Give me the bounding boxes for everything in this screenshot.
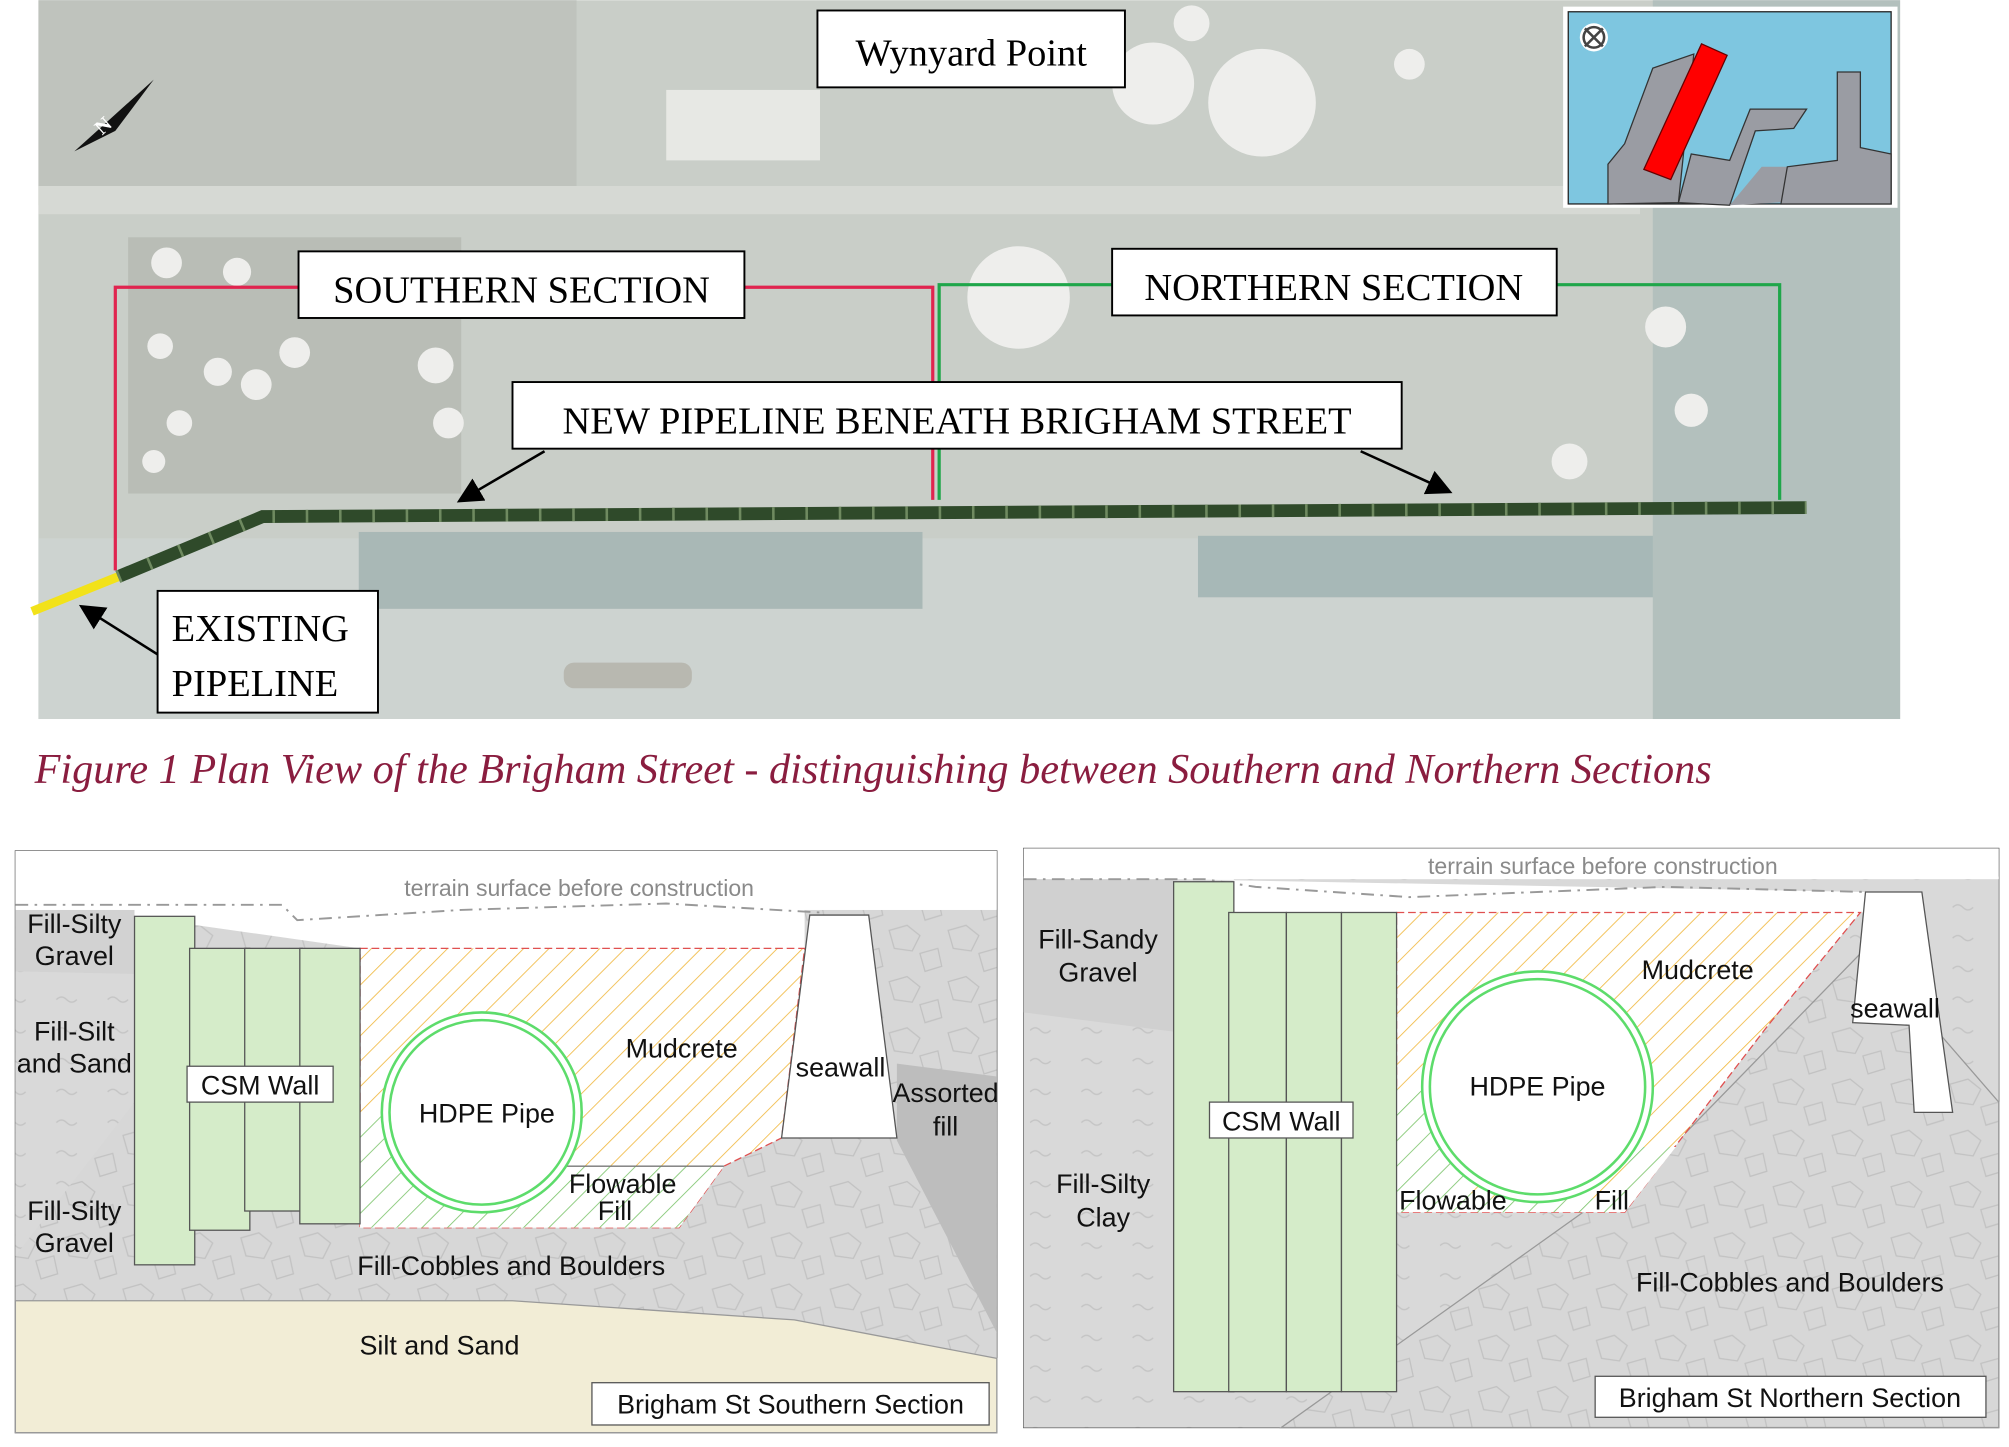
arrow-southern-pipeline	[456, 450, 546, 503]
stratum-fill-silt-sand	[15, 971, 135, 1256]
svg-text:HDPE Pipe: HDPE Pipe	[419, 1099, 555, 1129]
svg-text:HDPE Pipe: HDPE Pipe	[1469, 1072, 1605, 1102]
locator-inset-map	[1563, 6, 1898, 208]
storage-tanks	[142, 5, 1708, 480]
svg-text:Gravel: Gravel	[1058, 958, 1137, 988]
svg-text:Wynyard Point: Wynyard Point	[855, 33, 1087, 75]
southern-cross-section: terrain surface before construction Fill…	[14, 850, 999, 1434]
stratum-fill-sandy-gravel	[1023, 876, 1174, 1032]
svg-text:Mudcrete: Mudcrete	[626, 1033, 738, 1063]
svg-text:Fill-Silty: Fill-Silty	[1056, 1169, 1151, 1199]
svg-text:Flowable: Flowable	[1399, 1186, 1507, 1216]
svg-text:fill: fill	[933, 1111, 958, 1141]
existing-pipeline-label: EXISTING PIPELINE	[156, 589, 379, 714]
svg-text:Gravel: Gravel	[35, 941, 114, 971]
new-pipeline	[115, 501, 1807, 583]
svg-text:seawall: seawall	[796, 1052, 886, 1082]
svg-text:NEW PIPELINE BENEATH BRIGHAM S: NEW PIPELINE BENEATH BRIGHAM STREET	[563, 400, 1352, 442]
arrow-northern-pipeline	[1360, 450, 1453, 495]
southern-section-label: SOUTHERN SECTION	[297, 250, 746, 319]
compass-icon	[1582, 25, 1606, 49]
svg-text:Fill-Silty: Fill-Silty	[27, 1196, 122, 1226]
svg-text:PIPELINE: PIPELINE	[172, 663, 338, 705]
new-pipeline-label: NEW PIPELINE BENEATH BRIGHAM STREET	[511, 381, 1403, 450]
svg-text:Gravel: Gravel	[35, 1228, 114, 1258]
svg-text:Mudcrete: Mudcrete	[1642, 955, 1754, 985]
northern-cross-section: terrain surface before construction Fill…	[1023, 847, 2000, 1429]
svg-text:terrain surface before constru: terrain surface before construction	[404, 875, 754, 901]
stratum-assorted-fill	[896, 1063, 997, 1333]
svg-text:Fill: Fill	[598, 1196, 632, 1226]
svg-text:terrain surface before constru: terrain surface before construction	[1428, 853, 1778, 879]
flowable-fill-zone	[360, 1114, 724, 1228]
svg-text:NORTHERN SECTION: NORTHERN SECTION	[1144, 267, 1523, 309]
svg-text:EXISTING: EXISTING	[172, 608, 349, 650]
svg-text:Fill-Cobbles and Boulders: Fill-Cobbles and Boulders	[1636, 1268, 1944, 1298]
svg-text:Fill-Silty: Fill-Silty	[27, 909, 122, 939]
seawall	[1851, 891, 1954, 1113]
svg-text:Fill-Cobbles and Boulders: Fill-Cobbles and Boulders	[357, 1251, 665, 1281]
arrow-existing-pipeline	[78, 604, 168, 662]
southern-section-title: Brigham St Southern Section	[617, 1389, 964, 1419]
wynyard-point-label: Wynyard Point	[816, 9, 1126, 89]
northern-section-label: NORTHERN SECTION	[1111, 247, 1558, 317]
figure-caption: Figure 1 Plan View of the Brigham Street…	[34, 746, 1712, 793]
svg-text:Clay: Clay	[1076, 1202, 1130, 1232]
terrain-line	[15, 902, 821, 922]
svg-text:Fill-Silt: Fill-Silt	[34, 1017, 115, 1047]
northern-section-title: Brigham St Northern Section	[1619, 1383, 1961, 1413]
svg-text:Flowable: Flowable	[569, 1169, 677, 1199]
svg-text:Fill: Fill	[1595, 1186, 1629, 1216]
terrain-line	[1023, 878, 1866, 899]
svg-text:Assorted: Assorted	[892, 1078, 998, 1108]
csm-wall-label: CSM Wall	[201, 1070, 320, 1100]
svg-text:SOUTHERN SECTION: SOUTHERN SECTION	[333, 270, 710, 312]
seawall	[780, 914, 898, 1139]
stratum-fill-silty-gravel-top	[15, 909, 135, 974]
svg-text:and Sand: and Sand	[17, 1049, 132, 1079]
csm-wall-label: CSM Wall	[1222, 1106, 1341, 1136]
svg-text:seawall: seawall	[1850, 994, 1940, 1024]
svg-text:Silt and Sand: Silt and Sand	[359, 1331, 519, 1361]
existing-pipeline	[30, 572, 120, 616]
svg-text:Fill-Sandy: Fill-Sandy	[1038, 924, 1158, 954]
